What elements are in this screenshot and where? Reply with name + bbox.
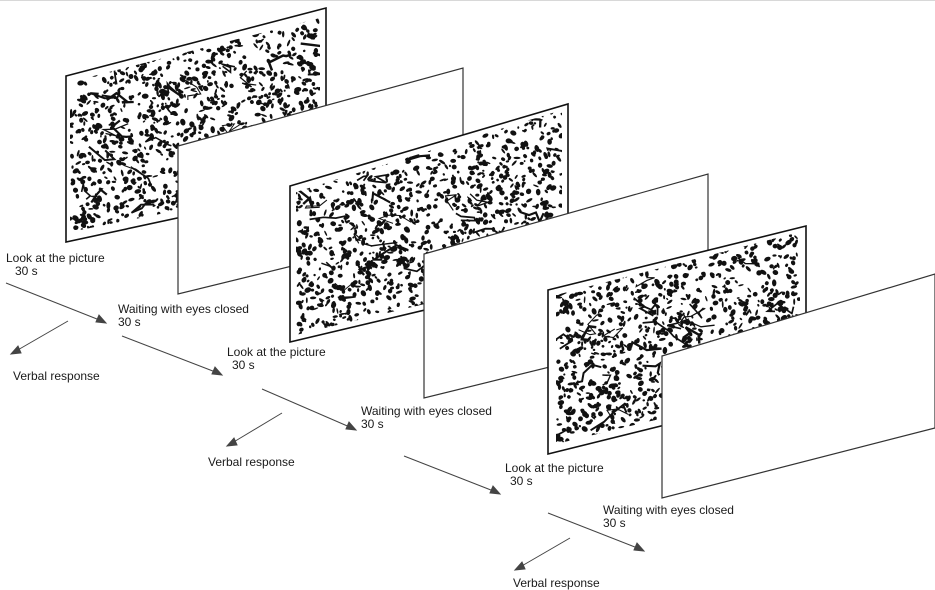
- step-6-duration: 30 s: [603, 516, 626, 530]
- step-2-label: Waiting with eyes closed: [118, 302, 249, 316]
- timeline-arrow-1: [6, 283, 106, 323]
- step-2-duration: 30 s: [118, 315, 141, 329]
- timeline-arrow-5: [548, 513, 644, 551]
- step-4-duration: 30 s: [361, 417, 384, 431]
- response-1-label: Verbal response: [13, 369, 100, 383]
- step-3-label: Look at the picture: [227, 345, 326, 359]
- step-5-duration: 30 s: [510, 474, 533, 488]
- response-3-label: Verbal response: [513, 576, 600, 590]
- step-5-label: Look at the picture: [505, 461, 604, 475]
- step-3-duration: 30 s: [232, 358, 255, 372]
- response-arrow-3: [515, 538, 570, 570]
- step-1-duration: 30 s: [15, 264, 38, 278]
- response-arrow-2: [227, 413, 282, 446]
- step-4-label: Waiting with eyes closed: [361, 404, 492, 418]
- timeline-arrow-2: [122, 336, 222, 375]
- step-6-label: Waiting with eyes closed: [603, 503, 734, 517]
- response-arrow-1: [11, 321, 68, 354]
- response-2-label: Verbal response: [208, 455, 295, 469]
- step-1-label: Look at the picture: [6, 251, 105, 265]
- timeline-arrow-3: [262, 389, 356, 430]
- timeline-arrow-4: [404, 456, 500, 494]
